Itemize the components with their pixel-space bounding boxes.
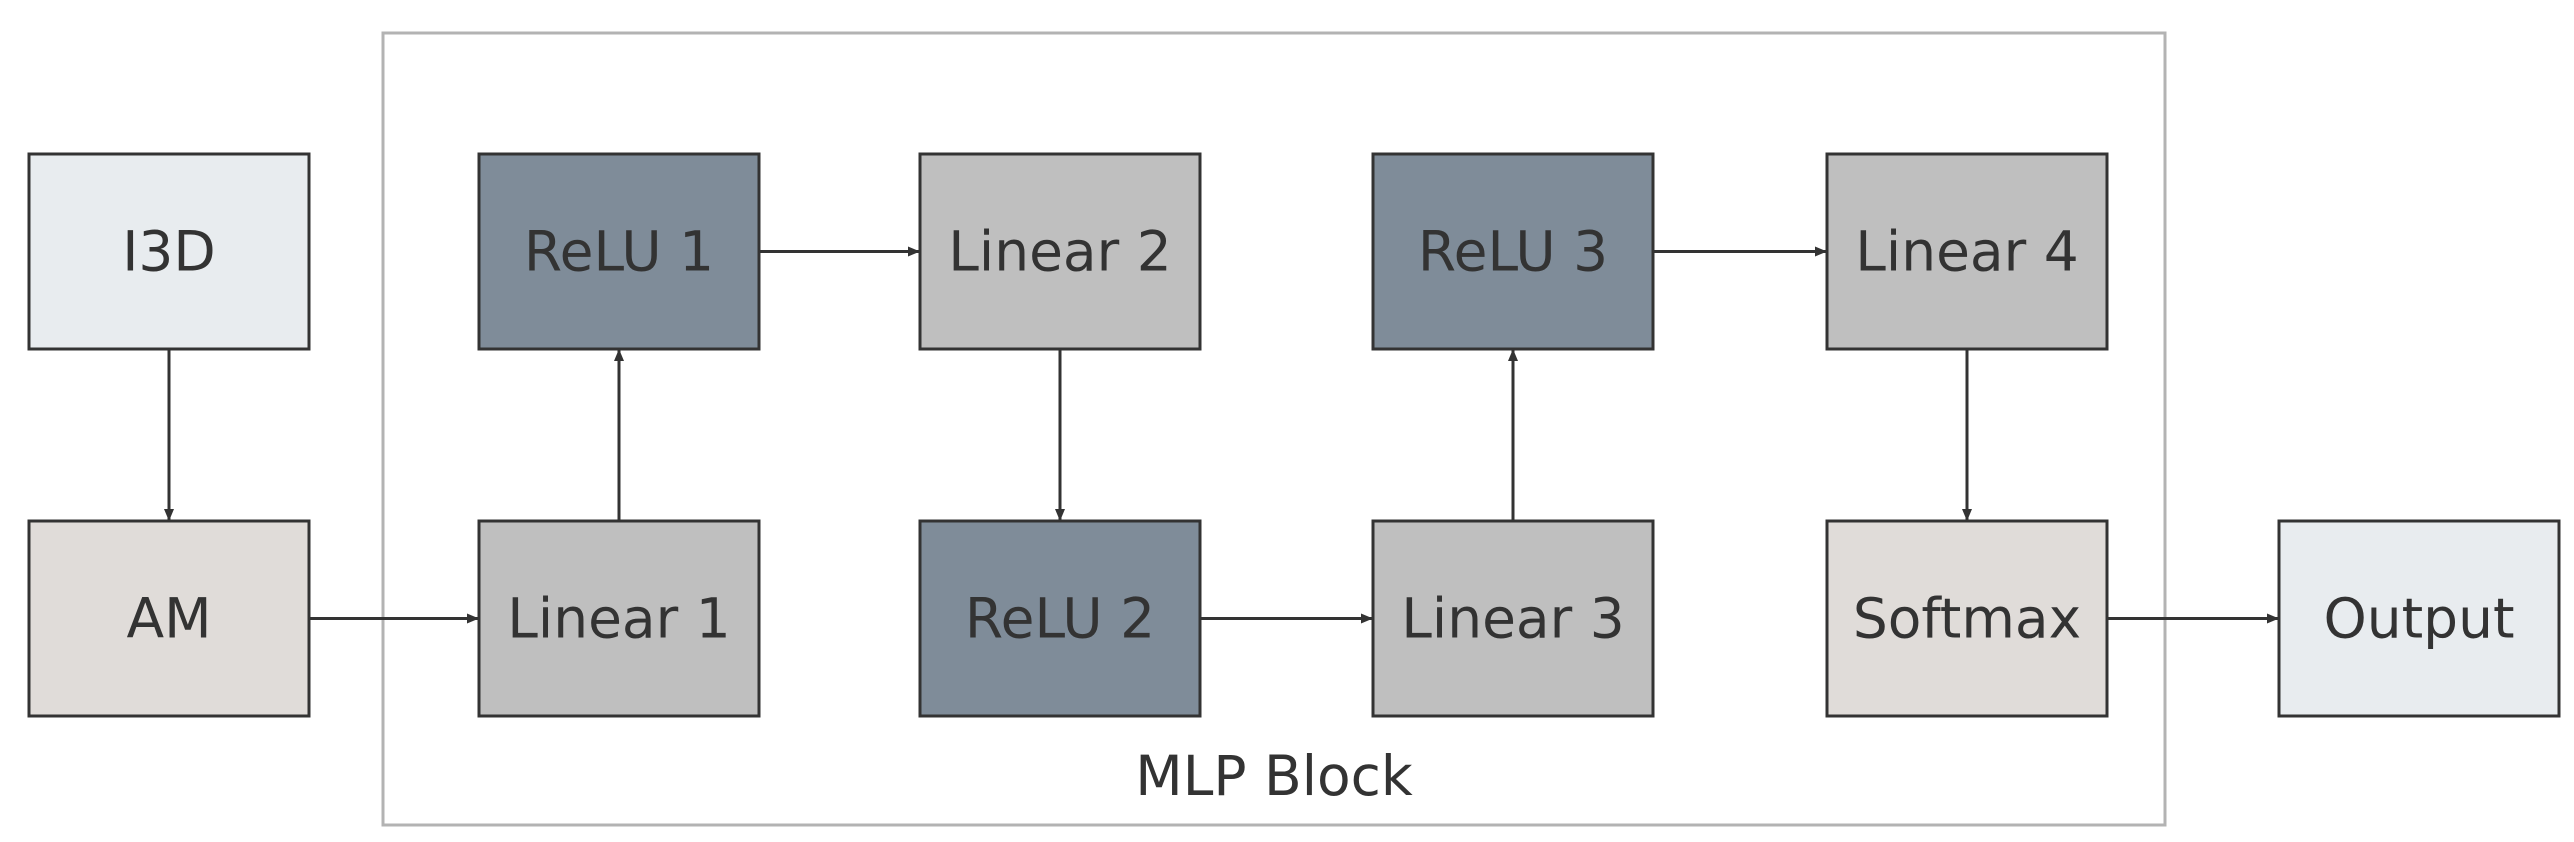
node-relu2: ReLU 2 [918, 519, 1202, 718]
node-linear3: Linear 3 [1371, 519, 1655, 718]
node-box-linear2 [918, 152, 1202, 351]
node-box-i3d [27, 152, 311, 351]
node-label-linear2: Linear 2 [948, 220, 1171, 284]
node-i3d: I3D [27, 152, 311, 351]
node-linear4: Linear 4 [1825, 152, 2109, 351]
node-label-i3d: I3D [122, 220, 216, 284]
node-label-linear3: Linear 3 [1401, 587, 1624, 651]
node-label-output: Output [2323, 587, 2514, 651]
node-output: Output [2277, 519, 2561, 718]
node-box-relu1 [477, 152, 761, 351]
node-label-relu3: ReLU 3 [1418, 220, 1608, 284]
node-label-relu2: ReLU 2 [965, 587, 1155, 651]
node-label-linear1: Linear 1 [507, 587, 730, 651]
edges [164, 246, 2279, 624]
node-relu1: ReLU 1 [477, 152, 761, 351]
node-relu3: ReLU 3 [1371, 152, 1655, 351]
node-linear1: Linear 1 [477, 519, 761, 718]
node-box-output [2277, 519, 2561, 718]
nodes: I3D AM ReLU 1 Linear 1 Linear 2 ReLU 2 ReLU 3 L… [27, 152, 2561, 718]
node-box-relu3 [1371, 152, 1655, 351]
node-am: AM [27, 519, 311, 718]
mlp-block-label: MLP Block [1135, 744, 1413, 808]
node-label-relu1: ReLU 1 [524, 220, 714, 284]
node-box-relu2 [918, 519, 1202, 718]
node-box-linear4 [1825, 152, 2109, 351]
node-label-softmax: Softmax [1853, 587, 2081, 651]
node-box-softmax [1825, 519, 2109, 718]
mlp-block-container [381, 31, 2167, 827]
node-box-am [27, 519, 311, 718]
node-label-am: AM [126, 587, 211, 651]
node-linear2: Linear 2 [918, 152, 1202, 351]
node-box-linear1 [477, 519, 761, 718]
node-box-linear3 [1371, 519, 1655, 718]
node-softmax: Softmax [1825, 519, 2109, 718]
node-label-linear4: Linear 4 [1855, 220, 2078, 284]
